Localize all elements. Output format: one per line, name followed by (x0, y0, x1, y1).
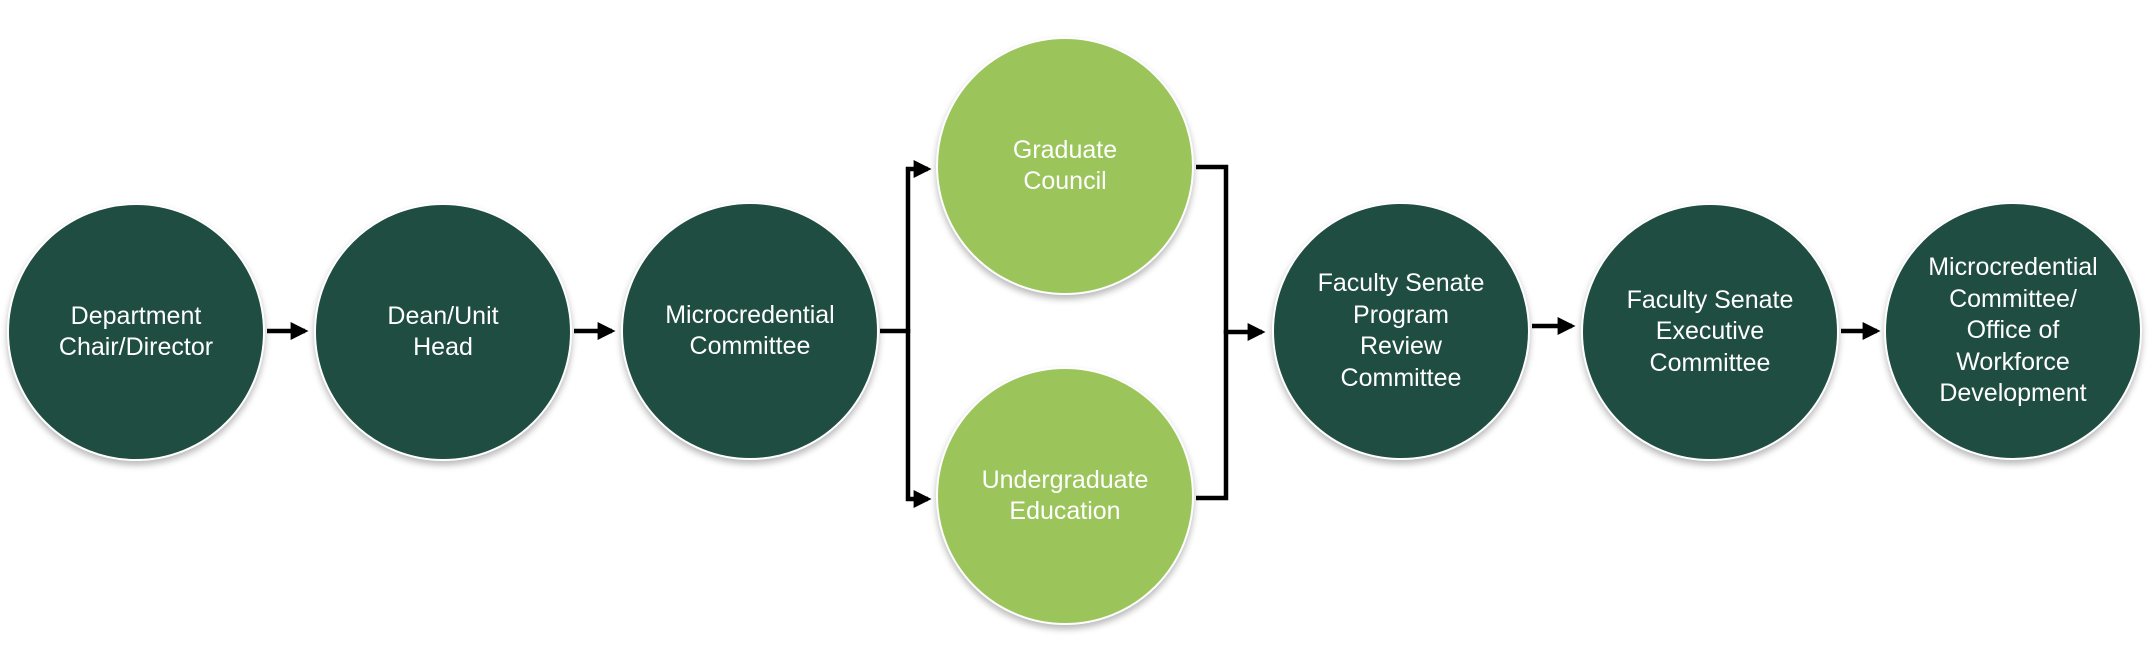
node-label: Dean/Unit Head (387, 301, 499, 362)
node-faculty-senate-program-review[interactable]: Faculty Senate Program Review Committee (1272, 202, 1530, 460)
merge-connector-graduate (1196, 164, 1229, 334)
arrow-microcredential-to-undergraduate (905, 329, 932, 508)
node-label: Faculty Senate Executive Committee (1626, 285, 1794, 377)
node-label: Faculty Senate Program Review Committee (1317, 269, 1485, 392)
node-microcredential-office-workforce[interactable]: Microcredential Committee/ Office of Wor… (1884, 202, 2142, 460)
node-graduate-council[interactable]: Graduate Council (936, 37, 1194, 295)
node-faculty-senate-executive[interactable]: Faculty Senate Executive Committee (1581, 203, 1839, 461)
node-microcredential-committee[interactable]: Microcredential Committee (621, 202, 879, 460)
node-label: Department Chair/Director (58, 301, 214, 362)
node-dean-unit-head[interactable]: Dean/Unit Head (314, 203, 572, 461)
node-department-chair[interactable]: Department Chair/Director (7, 203, 265, 461)
merge-connector-undergraduate (1196, 330, 1229, 501)
node-undergraduate-education[interactable]: Undergraduate Education (936, 367, 1194, 625)
arrow-microcredential-to-graduate (905, 160, 932, 333)
node-label: Undergraduate Education (981, 465, 1149, 526)
node-label: Microcredential Committee/ Office of Wor… (1928, 253, 2098, 408)
node-label: Graduate Council (1012, 135, 1118, 196)
node-label: Microcredential Committee (665, 300, 835, 361)
